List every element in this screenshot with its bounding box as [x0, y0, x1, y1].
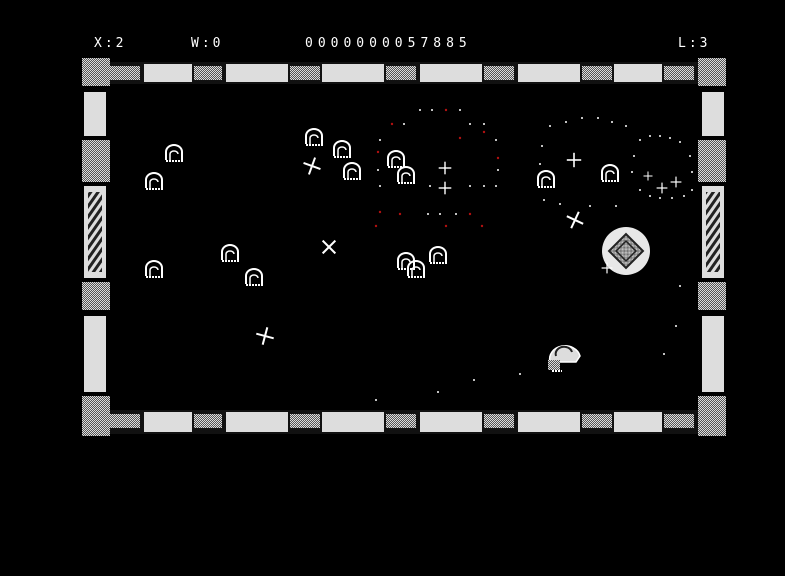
level-counter: L:3: [678, 36, 711, 51]
enemy-dome: [245, 268, 265, 286]
sparkle-pickup: [655, 182, 669, 194]
sparkle-pickup: [643, 171, 653, 181]
enemy-dome: [333, 140, 353, 158]
enemy-dome: [387, 150, 407, 168]
sparkle-pickup: [669, 176, 683, 188]
bottom-wall: [84, 410, 726, 434]
red-particles: [374, 108, 500, 228]
enemy-dome: [601, 164, 621, 182]
enemy-dome: [165, 144, 185, 162]
score-counter: 0000000057885: [305, 36, 472, 51]
weapon-counter: W:0: [191, 36, 224, 51]
enemy-dome: [537, 170, 557, 188]
enemy-dome: [397, 166, 417, 184]
spinner-enemy: [315, 233, 343, 261]
enemy-dome: [145, 172, 165, 190]
enemy-dome: [343, 162, 363, 180]
right-wall: [698, 58, 726, 436]
sparkle-pickup: [565, 152, 583, 168]
spinner-enemy: [562, 207, 588, 233]
left-wall: [82, 58, 110, 436]
top-wall: [84, 62, 726, 84]
enemy-dome: [429, 246, 449, 264]
sparkle-pickup: [438, 180, 452, 196]
enemy-dome: [221, 244, 241, 262]
spinner-enemy: [299, 153, 325, 179]
diamond-orb-enemy: [600, 227, 650, 275]
player-ship: [548, 345, 581, 372]
particle-cluster: [375, 109, 693, 401]
spinner-enemy: [252, 323, 278, 349]
enemy-dome: [145, 260, 165, 278]
lives-counter: X:2: [94, 36, 127, 51]
sparkle-pickup: [438, 160, 452, 176]
enemy-dome: [305, 128, 325, 146]
